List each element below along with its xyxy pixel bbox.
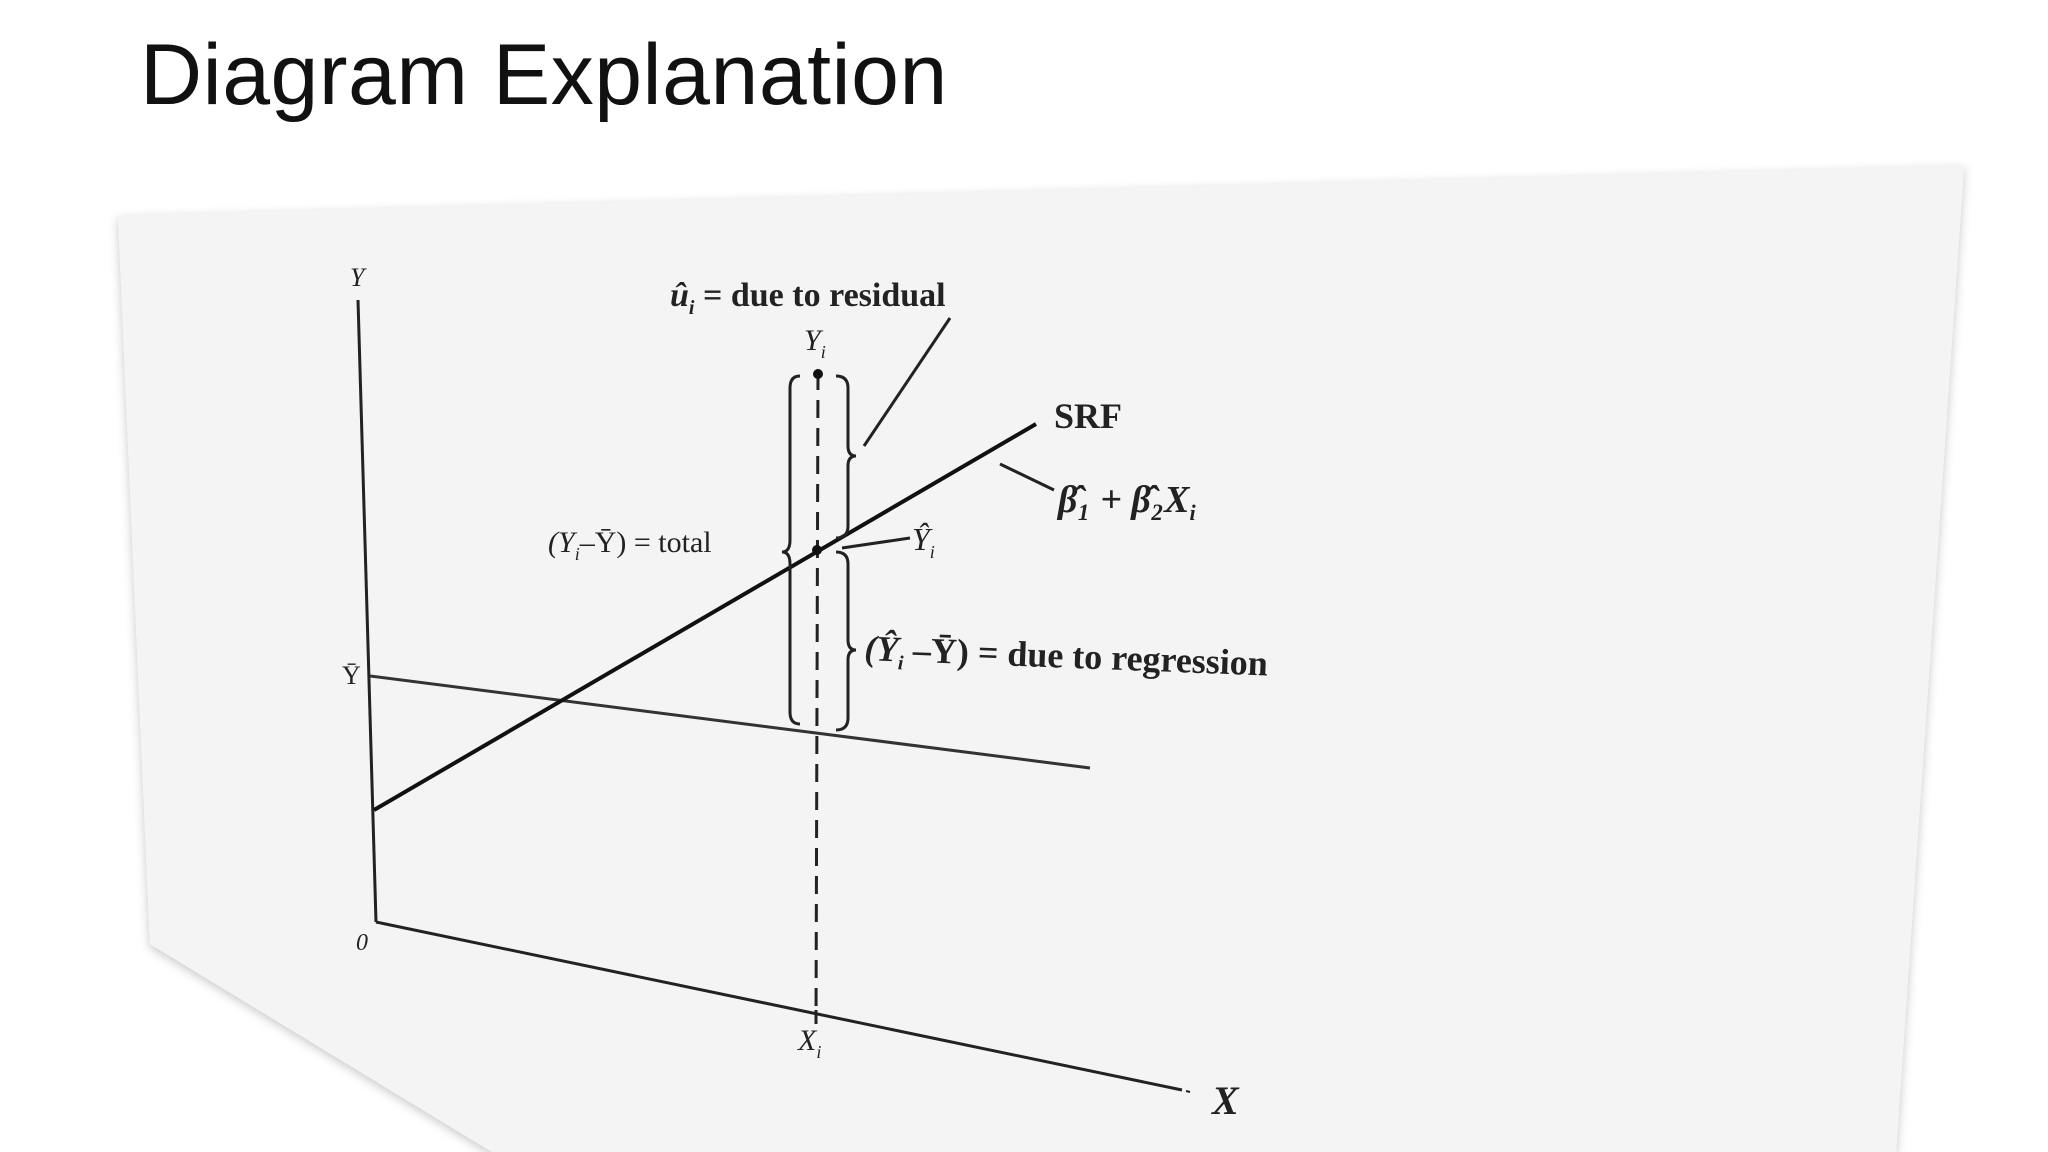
yhat-label: Ŷi [912,521,935,562]
xi-label: Xi [797,1024,821,1062]
regression-brace [835,550,857,732]
y-axis-label: Y [350,263,367,292]
x-axis [375,920,1183,1092]
residual-label: ûi = due to residual [670,277,946,319]
x-axis-label: X [1210,1078,1240,1123]
y-axis [356,299,378,923]
equation-label: β̂₁ + β̂₂Xi [1056,479,1196,525]
total-label: (Yi–Ȳ) = total [548,526,712,564]
slide-title: Diagram Explanation [140,27,948,123]
ybar-label: Ȳ [342,661,361,690]
xi-dashed-line [814,371,820,1023]
equation-leader [999,462,1055,492]
srf-label: SRF [1054,396,1122,436]
total-brace [781,374,801,726]
x-axis-tail [1185,1090,1191,1093]
origin-label: 0 [356,930,368,956]
yhat-point [812,545,822,555]
srf-line [372,422,1038,812]
figure-card [118,166,1964,1152]
yi-label: Yi [804,324,826,362]
mean-line [369,674,1091,770]
yi-point [813,369,823,379]
residual-brace [835,374,857,540]
yhat-leader [841,536,911,550]
residual-leader [862,317,952,447]
